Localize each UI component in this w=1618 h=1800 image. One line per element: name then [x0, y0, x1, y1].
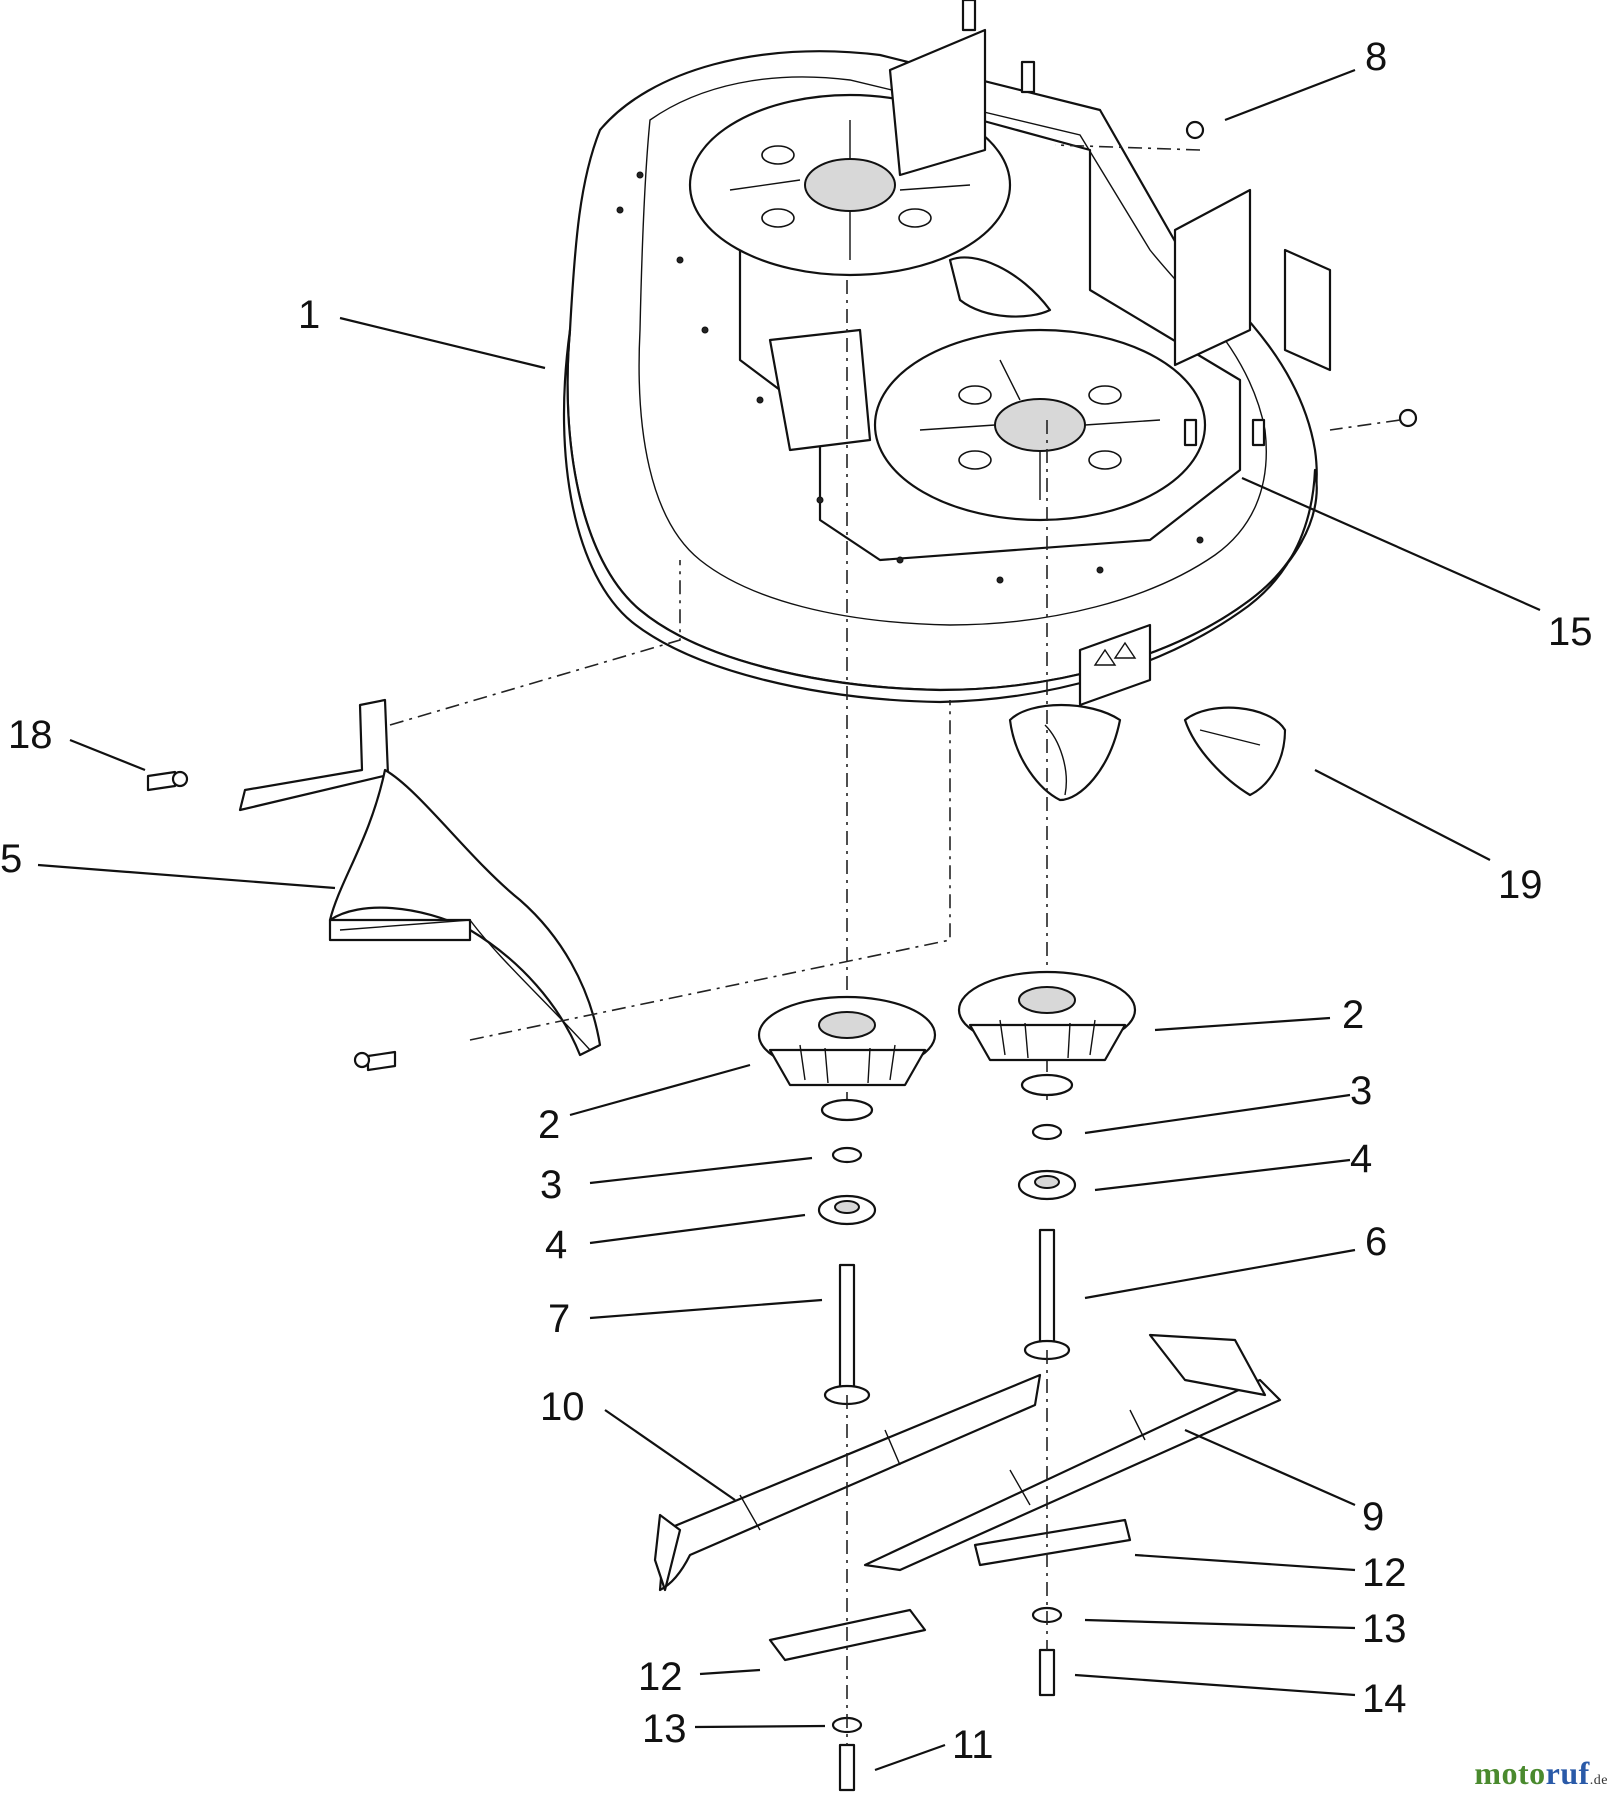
callout-1: 1	[298, 293, 320, 337]
callout-4-right: 4	[1350, 1137, 1372, 1181]
callout-2-right: 2	[1342, 993, 1364, 1037]
callout-3-right: 3	[1350, 1069, 1372, 1113]
callout-8: 8	[1365, 35, 1387, 79]
callout-9: 9	[1362, 1495, 1384, 1539]
callout-3-left: 3	[540, 1163, 562, 1207]
callout-13-right: 13	[1362, 1607, 1407, 1651]
watermark-part2: ruf	[1545, 1755, 1590, 1791]
watermark-logo: motoruf.de	[1474, 1755, 1608, 1792]
callout-15: 15	[1548, 610, 1593, 654]
callout-4-left: 4	[545, 1223, 567, 1267]
callout-12-right: 12	[1362, 1551, 1407, 1595]
spindle-left	[757, 995, 937, 1122]
callout-6: 6	[1365, 1220, 1387, 1264]
callout-5: 5	[0, 837, 22, 881]
callout-labels: 1 8 15 18 5 19 2 2 3 3 4 4 6 7 10 9 12 1…	[0, 35, 1593, 1767]
watermark-part1: moto	[1474, 1755, 1546, 1791]
discharge-deflector	[146, 560, 951, 1072]
blade-bolts	[831, 1350, 1063, 1792]
washers-and-bearings	[817, 1123, 1077, 1226]
callout-19: 19	[1498, 863, 1543, 907]
callout-14: 14	[1362, 1677, 1407, 1721]
callout-10: 10	[540, 1385, 585, 1429]
callout-2-left: 2	[538, 1103, 560, 1147]
watermark-suffix: .de	[1589, 1773, 1608, 1788]
callout-18: 18	[8, 713, 53, 757]
spindle-right	[957, 970, 1137, 1097]
mower-deck	[562, 0, 1418, 1100]
callout-12-left: 12	[638, 1655, 683, 1699]
callout-13-left: 13	[642, 1707, 687, 1751]
callout-7: 7	[548, 1297, 570, 1341]
callout-11: 11	[952, 1723, 994, 1767]
leader-lines	[37, 68, 1541, 1772]
blades	[653, 1333, 1282, 1592]
